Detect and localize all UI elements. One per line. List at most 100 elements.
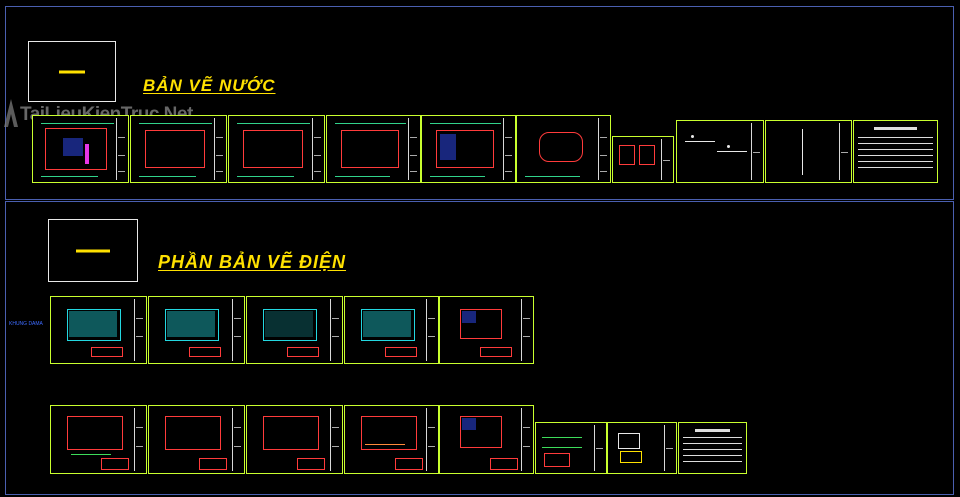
electric-sheet-9[interactable]	[344, 405, 439, 474]
water-sheet-9[interactable]	[765, 120, 852, 183]
electric-sheet-7[interactable]	[148, 405, 245, 474]
legend-box	[480, 347, 512, 357]
electric-sheet-2[interactable]	[148, 296, 245, 364]
title-block	[134, 408, 144, 471]
cover-title-mark	[59, 70, 85, 73]
title-block	[661, 139, 671, 180]
electric-sheet-11[interactable]	[535, 422, 607, 474]
room-fill	[167, 311, 215, 337]
electric-section-title: PHẦN BẢN VẼ ĐIỆN	[158, 252, 347, 272]
table-row	[683, 449, 742, 450]
title-block	[426, 299, 436, 361]
title-block	[312, 118, 322, 180]
fixture	[727, 145, 730, 148]
cover-title-mark	[76, 249, 110, 252]
circuit-line	[71, 454, 111, 455]
water-cover-sheet[interactable]	[28, 41, 116, 102]
dimension-line	[41, 176, 98, 177]
floor-plan	[263, 416, 319, 450]
room-fill	[363, 311, 411, 337]
electric-sheet-12[interactable]	[607, 422, 677, 474]
title-block	[232, 299, 242, 361]
pipe-line	[685, 141, 715, 142]
table-row	[858, 167, 933, 168]
title-block	[232, 408, 242, 471]
electric-section-frame	[5, 201, 954, 495]
floor-plan	[341, 130, 399, 168]
riser-detail	[639, 145, 655, 165]
dimension-line	[430, 123, 501, 124]
legend-box	[287, 347, 319, 357]
title-block	[521, 408, 531, 471]
room-fill	[440, 134, 456, 160]
title-block	[751, 123, 761, 180]
table-row	[683, 437, 742, 438]
electric-sheet-4[interactable]	[344, 296, 439, 364]
electric-sheet-5[interactable]	[439, 296, 534, 364]
title-block	[839, 123, 849, 180]
floor-plan	[145, 130, 205, 168]
riser-line	[802, 129, 803, 175]
water-section-title: BẢN VẼ NƯỚC	[143, 76, 276, 95]
dimension-line	[335, 176, 390, 177]
table-row	[858, 161, 933, 162]
floor-plan	[263, 309, 317, 341]
fixture	[691, 135, 694, 138]
table-header	[695, 429, 730, 432]
electric-sheet-1[interactable]	[50, 296, 147, 364]
floor-plan	[45, 128, 107, 170]
water-sheet-7[interactable]	[612, 136, 674, 183]
electric-sheet-8[interactable]	[246, 405, 343, 474]
title-block	[503, 118, 513, 180]
water-sheet-2[interactable]	[130, 115, 227, 183]
legend-box	[91, 347, 123, 357]
title-block	[598, 118, 608, 180]
title-block	[521, 299, 531, 361]
water-sheet-6[interactable]	[516, 115, 611, 183]
floor-plan	[460, 309, 502, 339]
water-section-frame	[5, 6, 954, 200]
legend-box	[101, 458, 129, 470]
water-sheet-1[interactable]	[32, 115, 129, 183]
floor-plan	[361, 416, 417, 450]
dimension-line	[41, 123, 114, 124]
legend-box	[189, 347, 221, 357]
circuit-line	[365, 444, 405, 445]
floor-plan	[165, 309, 219, 341]
title-block	[664, 425, 674, 471]
electric-cover-sheet[interactable]	[48, 219, 138, 282]
electric-sheet-6[interactable]	[50, 405, 147, 474]
legend-box	[385, 347, 417, 357]
room-fill	[462, 311, 476, 323]
table-row	[683, 461, 742, 462]
dimension-line	[430, 176, 485, 177]
legend-box	[544, 453, 570, 467]
electric-sheet-3[interactable]	[246, 296, 343, 364]
dimension-line	[237, 176, 294, 177]
room-fill	[69, 311, 117, 337]
watermark-logo-icon	[4, 99, 18, 127]
water-sheet-5[interactable]	[421, 115, 516, 183]
table-row	[858, 155, 933, 156]
title-block	[330, 408, 340, 471]
legend-box	[297, 458, 325, 470]
electric-sheet-10[interactable]	[439, 405, 534, 474]
legend-box	[199, 458, 227, 470]
floor-plan	[460, 416, 502, 448]
title-block	[594, 425, 604, 471]
water-sheet-4[interactable]	[326, 115, 421, 183]
room-fill	[265, 311, 313, 337]
table-row	[683, 455, 742, 456]
water-sheet-8[interactable]	[676, 120, 764, 183]
legend-box	[395, 458, 423, 470]
title-block	[408, 118, 418, 180]
legend-box	[490, 458, 518, 470]
dimension-line	[237, 123, 310, 124]
water-sheet-3[interactable]	[228, 115, 325, 183]
electric-sheet-13[interactable]	[678, 422, 747, 474]
dimension-line	[139, 123, 212, 124]
water-sheet-10[interactable]	[853, 120, 938, 183]
title-block	[134, 299, 144, 361]
table-row	[858, 149, 933, 150]
title-block	[330, 299, 340, 361]
